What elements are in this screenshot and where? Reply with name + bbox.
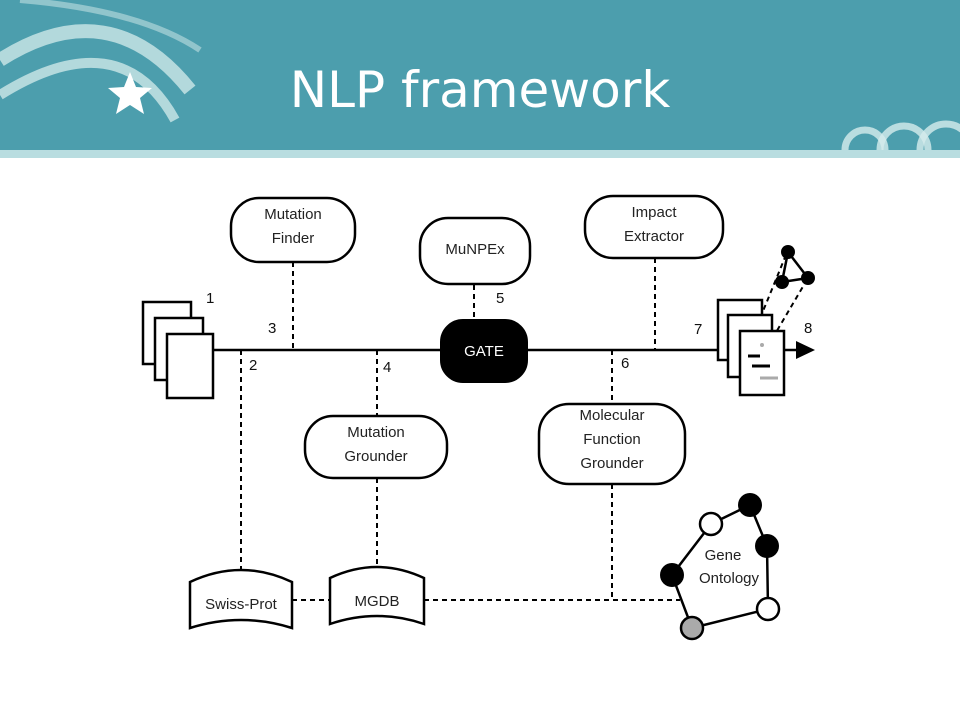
gate-module: GATE — [440, 319, 528, 383]
mutation-grounder-label-line2: Grounder — [344, 448, 407, 465]
molecular-function-grounder-module: Molecular Function Grounder — [537, 402, 687, 486]
mgdb-label: MGDB — [355, 593, 400, 610]
impact-extractor-label-line1: Impact — [631, 204, 677, 221]
gene-ontology-graph: Gene Ontology — [660, 493, 781, 641]
step-number-7: 7 — [694, 321, 702, 338]
step-number-5: 5 — [496, 290, 504, 307]
gene-ontology-label-line2: Ontology — [699, 570, 760, 587]
star-icon — [108, 72, 152, 114]
molecular-function-grounder-label-line2: Function — [583, 431, 641, 448]
mutation-finder-label-line2: Finder — [272, 230, 315, 247]
molecular-function-grounder-label-line1: Molecular — [579, 407, 644, 424]
mutation-finder-module: Mutation Finder — [229, 196, 357, 264]
mutation-finder-label-line1: Mutation — [264, 206, 322, 223]
mutation-grounder-label-line1: Mutation — [347, 424, 405, 441]
input-documents-icon — [141, 300, 215, 400]
munpex-module: MuNPEx — [418, 216, 532, 286]
gene-ontology-label-line1: Gene — [705, 547, 742, 564]
impact-extractor-module: Impact Extractor — [583, 194, 725, 260]
step-number-3: 3 — [268, 320, 276, 337]
step-number-2: 2 — [249, 357, 257, 374]
banner-swoosh-decoration — [0, 0, 202, 123]
slide-title: NLP framework — [289, 61, 671, 119]
banner-circles-decoration — [841, 120, 960, 151]
output-documents-icon — [716, 298, 786, 397]
impact-extractor-label-line2: Extractor — [624, 228, 684, 245]
mgdb-database: MGDB — [328, 565, 426, 626]
step-number-6: 6 — [621, 355, 629, 372]
step-number-8: 8 — [804, 320, 812, 337]
molecular-function-grounder-label-line3: Grounder — [580, 455, 643, 472]
title-banner — [0, 0, 960, 158]
output-graph-icon — [775, 245, 815, 289]
step-number-4: 4 — [383, 359, 391, 376]
swiss-prot-database: Swiss-Prot — [188, 568, 294, 630]
mutation-grounder-module: Mutation Grounder — [303, 414, 449, 480]
pipeline-arrowhead — [796, 341, 815, 359]
munpex-label: MuNPEx — [445, 241, 505, 258]
gate-label: GATE — [464, 343, 504, 360]
step-number-1: 1 — [206, 290, 214, 307]
swiss-prot-label: Swiss-Prot — [205, 596, 278, 613]
